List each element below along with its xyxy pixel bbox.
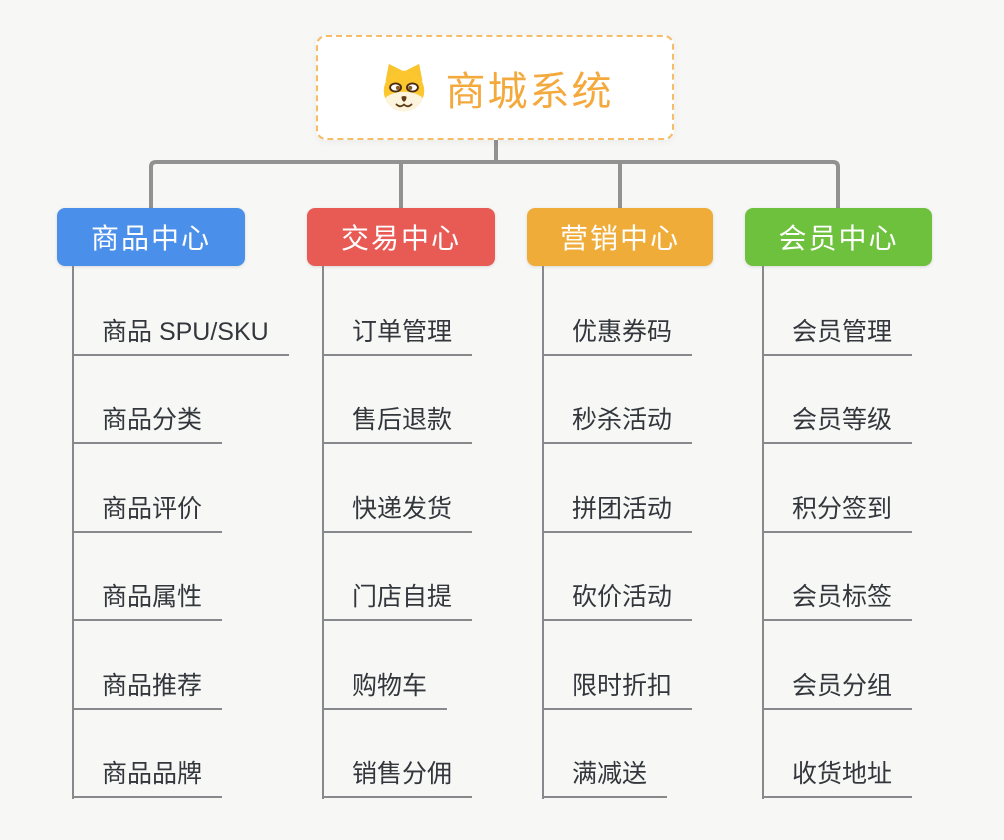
leaf-node[interactable]: 收货地址 [762, 758, 913, 798]
leaf-node[interactable]: 会员分组 [762, 670, 913, 710]
leaf-node[interactable]: 优惠券码 [542, 316, 693, 356]
leaf-node[interactable]: 积分签到 [762, 493, 913, 533]
leaf-node[interactable]: 商品分类 [72, 404, 223, 444]
leaf-node[interactable]: 会员标签 [762, 581, 913, 621]
branch-children-trade-center: 订单管理 售后退款 快递发货 门店自提 购物车 销售分佣 [322, 266, 552, 801]
leaf-node[interactable]: 快递发货 [322, 493, 473, 533]
leaf-node[interactable]: 售后退款 [322, 404, 473, 444]
branch-node-trade-center[interactable]: 交易中心 [307, 208, 495, 266]
root-title: 商城系统 [445, 69, 614, 114]
branch-children-member-center: 会员管理 会员等级 积分签到 会员标签 会员分组 收货地址 [762, 266, 992, 801]
leaf-node[interactable]: 购物车 [322, 670, 448, 710]
leaf-node[interactable]: 订单管理 [322, 316, 473, 356]
leaf-node[interactable]: 门店自提 [322, 581, 473, 621]
branch-children-marketing-center: 优惠券码 秒杀活动 拼团活动 砍价活动 限时折扣 满减送 [542, 266, 772, 801]
leaf-node[interactable]: 商品推荐 [72, 670, 223, 710]
branch-node-marketing-center[interactable]: 营销中心 [527, 208, 713, 266]
leaf-node[interactable]: 商品品牌 [72, 758, 223, 798]
leaf-node[interactable]: 商品属性 [72, 581, 223, 621]
dog-face-icon [377, 62, 431, 114]
leaf-node[interactable]: 会员管理 [762, 316, 913, 356]
leaf-node[interactable]: 拼团活动 [542, 493, 693, 533]
leaf-node[interactable]: 会员等级 [762, 404, 913, 444]
leaf-node[interactable]: 销售分佣 [322, 758, 473, 798]
leaf-node[interactable]: 商品评价 [72, 493, 223, 533]
leaf-node[interactable]: 限时折扣 [542, 670, 693, 710]
branch-node-member-center[interactable]: 会员中心 [745, 208, 932, 266]
leaf-node[interactable]: 砍价活动 [542, 581, 693, 621]
root-node[interactable]: 商城系统 [316, 35, 674, 140]
branch-children-product-center: 商品 SPU/SKU 商品分类 商品评价 商品属性 商品推荐 商品品牌 [72, 266, 302, 801]
leaf-node[interactable]: 满减送 [542, 758, 668, 798]
branch-node-product-center[interactable]: 商品中心 [57, 208, 245, 266]
leaf-node[interactable]: 秒杀活动 [542, 404, 693, 444]
leaf-node[interactable]: 商品 SPU/SKU [72, 316, 289, 356]
